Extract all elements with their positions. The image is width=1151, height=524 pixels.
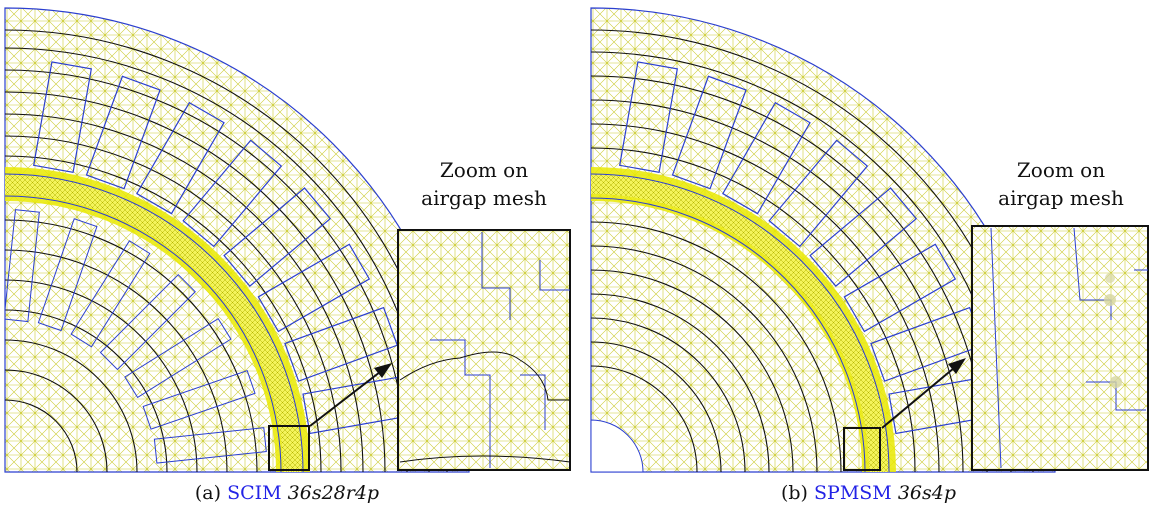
figure-panel-a: Zoom on airgap mesh (a) SCIM 36s28r4p <box>0 0 574 524</box>
stator-bore <box>5 173 304 472</box>
stator-bore <box>591 173 890 472</box>
zoom-inset <box>971 225 1149 471</box>
caption-prefix: (a) <box>194 482 222 504</box>
zoom-inset <box>397 229 571 471</box>
caption-prefix: (b) <box>780 482 808 504</box>
zoom-source-box <box>268 425 310 471</box>
arrow-head-icon <box>374 363 392 378</box>
caption-config: 36s28r4p <box>287 482 380 504</box>
zoom-label-line1: Zoom on <box>439 158 529 182</box>
zoom-label-line1: Zoom on <box>1016 158 1106 182</box>
zoom-arrow <box>881 367 955 429</box>
zoom-label-b: Zoom on airgap mesh <box>974 156 1148 212</box>
magnet-surface <box>591 197 866 472</box>
zoom-arrow <box>309 371 381 427</box>
flux-lines <box>5 29 448 472</box>
caption-b: (b) SPMSM 36s4p <box>586 482 1151 504</box>
shaft <box>590 419 644 473</box>
caption-a: (a) SCIM 36s28r4p <box>0 482 574 504</box>
zoom-label-line2: airgap mesh <box>421 186 547 210</box>
caption-acronym-link[interactable]: SPMSM <box>814 482 892 504</box>
zoom-source-box <box>843 427 881 471</box>
flux-lines <box>591 29 1034 472</box>
rotor-surface <box>5 195 282 472</box>
arrow-head-icon <box>948 358 966 374</box>
airgap-dense-mesh <box>5 174 303 472</box>
airgap-dense-mesh <box>591 174 889 472</box>
zoom-label-line2: airgap mesh <box>998 186 1124 210</box>
scim-mesh-figure <box>4 7 571 473</box>
caption-config: 36s4p <box>897 482 956 504</box>
figure-panel-b: Zoom on airgap mesh (b) SPMSM 36s4p <box>586 0 1151 524</box>
caption-acronym-link[interactable]: SCIM <box>227 482 282 504</box>
spmsm-mesh-figure <box>590 7 1149 473</box>
zoom-label-a: Zoom on airgap mesh <box>398 156 570 212</box>
rotor-bars <box>5 209 267 464</box>
